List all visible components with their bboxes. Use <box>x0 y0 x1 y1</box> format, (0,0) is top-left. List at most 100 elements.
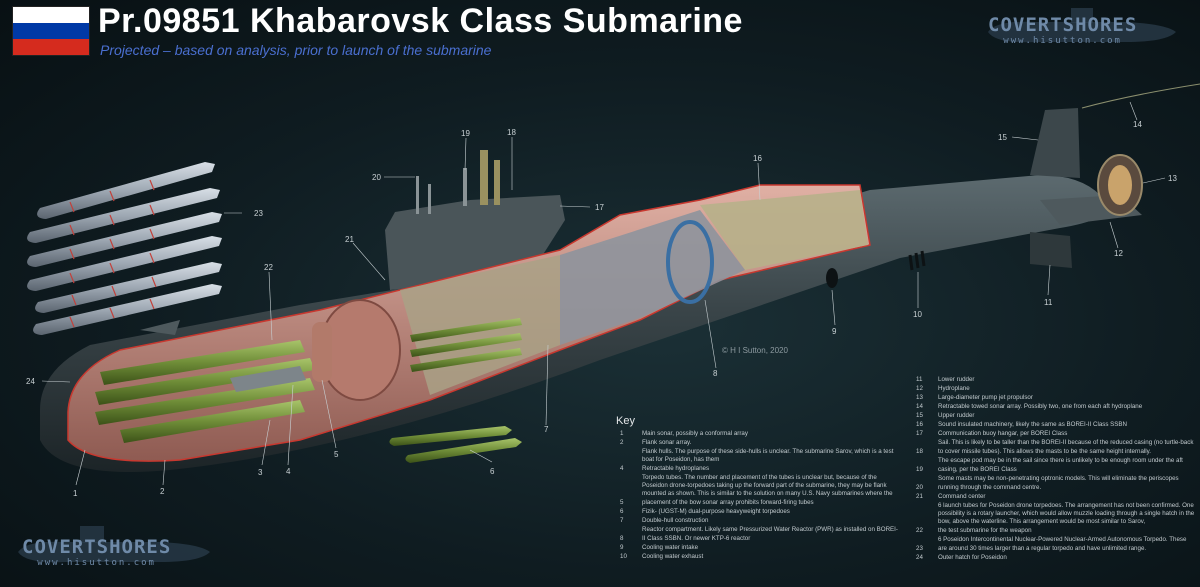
poseidon-torpedoes <box>27 162 222 335</box>
machinery-space <box>700 190 868 270</box>
callout-18: 18 <box>507 128 516 137</box>
poseidon-torpedo <box>33 284 222 335</box>
callout-22: 22 <box>264 263 273 272</box>
key-heading: Key <box>616 415 635 427</box>
torpedo-tube <box>312 322 332 382</box>
logo-url: www.hisutton.com <box>1003 36 1122 46</box>
poseidon-torpedo <box>37 162 215 219</box>
covertshores-logo-bottom: COVERTSHORES www.hisutton.com <box>18 526 210 568</box>
retractable-hydroplane <box>230 366 306 392</box>
callout-13: 13 <box>1168 174 1177 183</box>
cutaway-interior <box>67 184 871 462</box>
poseidon-torpedo <box>27 212 222 267</box>
key-item: Flank hulls. The purpose of these side-h… <box>642 448 894 463</box>
callout-23: 23 <box>254 209 263 218</box>
callout-12: 12 <box>1114 249 1123 258</box>
callout-24: 24 <box>26 377 35 386</box>
callout-2: 2 <box>160 487 165 496</box>
flag-stripe-red <box>13 39 89 55</box>
cooling-exhaust <box>908 250 926 271</box>
bow-hydroplane <box>140 320 180 335</box>
callout-16: 16 <box>753 154 762 163</box>
callout-5: 5 <box>334 450 339 459</box>
logo-name: COVERTSHORES <box>22 536 172 558</box>
callout-9: 9 <box>832 327 837 336</box>
callout-21: 21 <box>345 235 354 244</box>
callout-4: 4 <box>286 467 291 476</box>
key-item: Some masts may be non-penetrating optron… <box>938 475 1179 482</box>
torpedo-bands <box>69 179 157 328</box>
poseidon-torpedo <box>27 188 220 243</box>
covertshores-logo-top: COVERTSHORES www.hisutton.com <box>988 8 1176 46</box>
key-item: Torpedo tubes. The number and placement … <box>642 474 893 497</box>
callout-14: 14 <box>1133 120 1142 129</box>
pump-jet-rotor <box>1108 165 1132 205</box>
callout-15: 15 <box>998 133 1007 142</box>
russian-flag <box>12 6 90 56</box>
copyright-text: © H I Sutton, 2020 <box>722 346 788 355</box>
cooling-intake <box>826 268 838 288</box>
key-item: The escape pod may be in the sail since … <box>938 457 1183 464</box>
masts <box>416 150 500 214</box>
callout-leaders <box>41 101 1166 486</box>
upper-rudder <box>1030 108 1080 178</box>
logo-submarine-icon <box>18 526 210 563</box>
reactor-compartment <box>560 210 745 345</box>
page-title: Pr.09851 Khabarovsk Class Submarine <box>98 2 743 40</box>
callout-11: 11 <box>1044 298 1053 307</box>
callout-10: 10 <box>913 310 922 319</box>
callout-3: 3 <box>258 468 263 477</box>
flag-stripe-blue <box>13 23 89 39</box>
flag-stripe-white <box>13 7 89 23</box>
poseidon-torpedo <box>27 236 222 291</box>
fizik-torpedoes <box>389 426 522 463</box>
poseidon-launch-tubes <box>95 318 522 443</box>
callout-20: 20 <box>372 173 381 182</box>
key-item: Sail. This is likely to be taller than t… <box>938 439 1194 446</box>
towed-array-cable <box>1081 83 1200 109</box>
lower-rudder <box>1030 232 1072 268</box>
callout-17: 17 <box>595 203 604 212</box>
callout-1: 1 <box>73 489 78 498</box>
callout-labels: 1 2 3 4 5 6 7 8 9 10 11 12 13 14 15 16 1… <box>26 120 1177 498</box>
callout-8: 8 <box>713 369 718 378</box>
logo-name: COVERTSHORES <box>988 14 1138 36</box>
callout-19: 19 <box>461 129 470 138</box>
poseidon-torpedo <box>35 262 222 313</box>
key-item: 6 launch tubes for Poseidon drone torped… <box>938 502 1195 525</box>
key-item: 6 Poseidon Intercontinental Nuclear-Powe… <box>938 536 1187 543</box>
logo-url: www.hisutton.com <box>37 558 156 568</box>
key-item: Reactor compartment. Likely same Pressur… <box>642 526 898 533</box>
callout-7: 7 <box>544 425 549 434</box>
logo-submarine-icon <box>988 8 1176 43</box>
callout-6: 6 <box>490 467 495 476</box>
page-subtitle: Projected – based on analysis, prior to … <box>100 42 492 58</box>
pressure-bulkhead <box>666 220 714 304</box>
